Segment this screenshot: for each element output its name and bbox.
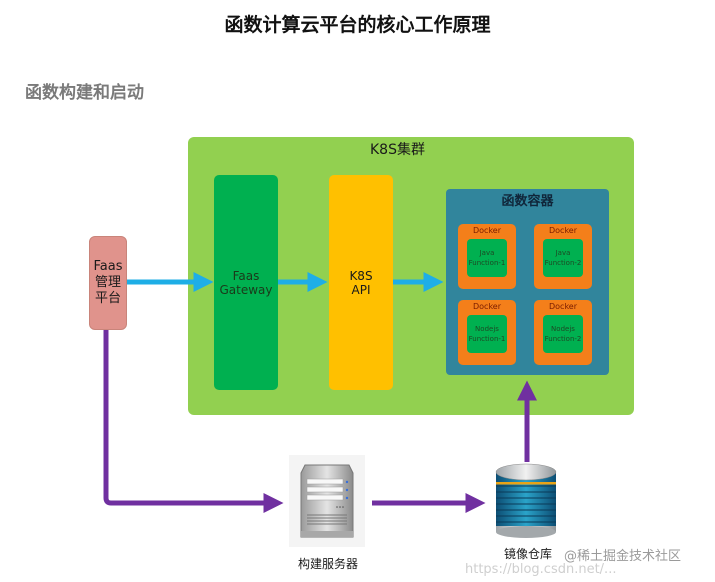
image-repository-label: 镜像仓库 bbox=[503, 547, 552, 561]
mgmt-line: 平台 bbox=[94, 291, 121, 306]
server-icon bbox=[289, 455, 365, 547]
function-box: Nodejs Function-2 bbox=[543, 315, 583, 353]
watermark: @稀土掘金技术社区 bbox=[564, 549, 682, 564]
faas-gateway: Faas Gateway bbox=[214, 175, 278, 390]
docker-label: Docker bbox=[472, 302, 501, 311]
function-box: Nodejs Function-1 bbox=[467, 315, 507, 353]
k8s-api-line: API bbox=[351, 282, 371, 297]
gateway-line: Faas bbox=[232, 268, 260, 283]
docker-nodejs-function-2: Docker Nodejs Function-2 bbox=[534, 300, 592, 365]
database-icon bbox=[495, 463, 557, 538]
docker-label: Docker bbox=[472, 226, 501, 235]
gateway-line: Gateway bbox=[219, 282, 273, 297]
build-server-label: 构建服务器 bbox=[297, 557, 358, 571]
watermark-url: https://blog.csdn.net/... bbox=[465, 562, 617, 577]
docker-java-function-2: Docker Java Function-2 bbox=[534, 224, 592, 289]
function-line: Java bbox=[479, 249, 495, 257]
function-line: Function-1 bbox=[468, 335, 506, 343]
mgmt-line: Faas bbox=[93, 259, 123, 274]
page-title: 函数计算云平台的核心工作原理 bbox=[224, 14, 491, 36]
function-line: Nodejs bbox=[475, 325, 499, 333]
k8s-api: K8S API bbox=[329, 175, 393, 390]
function-line: Function-1 bbox=[468, 259, 506, 267]
section-heading: 函数构建和启动 bbox=[25, 83, 144, 103]
arrow-mgmt-to-build-server bbox=[103, 330, 284, 513]
k8s-cluster-label: K8S集群 bbox=[370, 142, 425, 158]
faas-management-platform: Faas 管理 平台 bbox=[89, 236, 127, 330]
k8s-api-line: K8S bbox=[349, 268, 373, 283]
function-line: Nodejs bbox=[551, 325, 575, 333]
function-line: Function-2 bbox=[544, 259, 582, 267]
function-box: Java Function-1 bbox=[467, 239, 507, 277]
function-line: Java bbox=[555, 249, 571, 257]
mgmt-line: 管理 bbox=[94, 275, 121, 290]
docker-label: Docker bbox=[548, 302, 577, 311]
docker-nodejs-function-1: Docker Nodejs Function-1 bbox=[458, 300, 516, 365]
docker-label: Docker bbox=[548, 226, 577, 235]
function-box: Java Function-2 bbox=[543, 239, 583, 277]
function-container-label: 函数容器 bbox=[501, 194, 554, 209]
function-line: Function-2 bbox=[544, 335, 582, 343]
docker-java-function-1: Docker Java Function-1 bbox=[458, 224, 516, 289]
